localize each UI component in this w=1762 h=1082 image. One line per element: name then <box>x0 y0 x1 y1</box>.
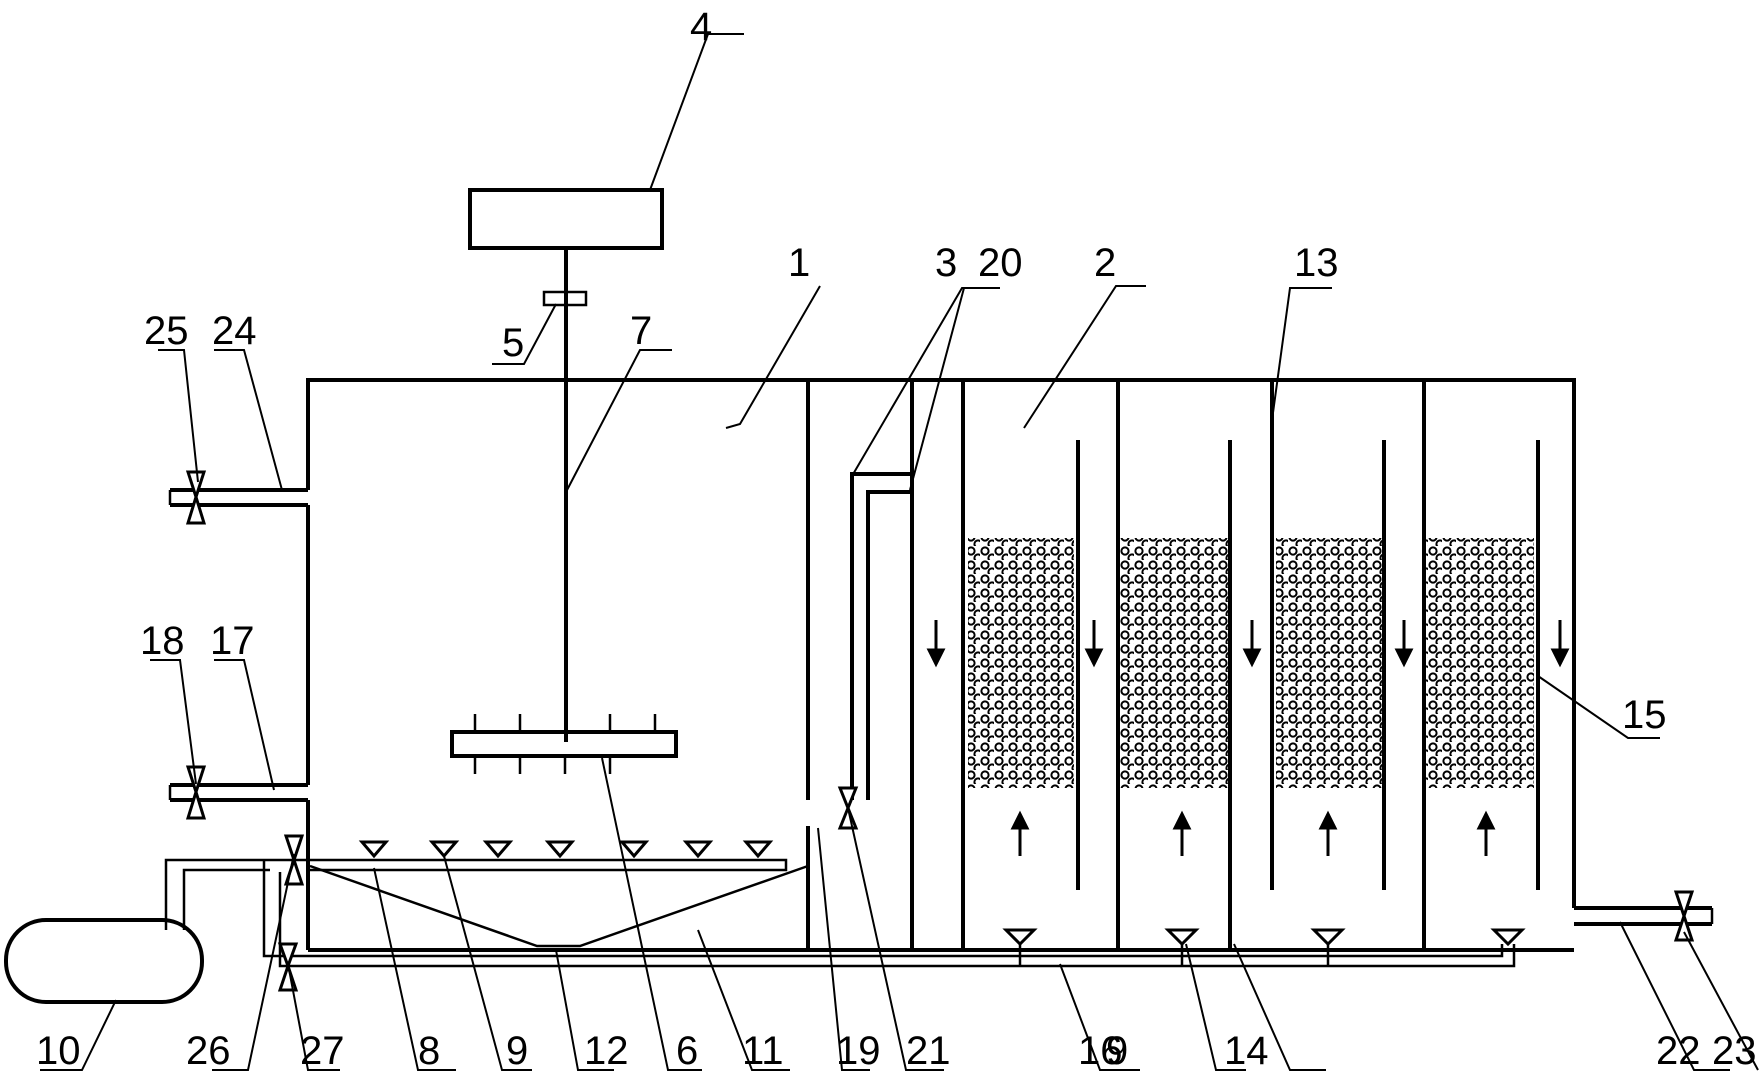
label-15: 15 <box>1622 693 1667 737</box>
aeration-pipe <box>164 858 788 930</box>
label-9a: 9 <box>506 1029 528 1073</box>
packing-media <box>968 538 1534 788</box>
motor-box <box>468 188 664 250</box>
label-6: 6 <box>676 1029 698 1073</box>
valve-icon[interactable] <box>185 765 207 820</box>
shaft-coupling <box>542 290 588 307</box>
flow-arrows-up <box>1010 810 1496 856</box>
label-25: 25 <box>144 309 189 353</box>
upper-side-pipe <box>168 488 308 507</box>
leader-lines <box>40 33 1759 1071</box>
label-27: 27 <box>300 1029 345 1073</box>
impeller <box>450 714 678 774</box>
hopper-bottom <box>309 864 809 948</box>
label-5: 5 <box>502 321 524 365</box>
label-17: 17 <box>210 619 255 663</box>
label-12: 12 <box>584 1029 629 1073</box>
aerator-row-bottom <box>1002 928 1526 947</box>
lower-side-pipe <box>168 783 308 802</box>
overflow-pipe <box>850 472 910 800</box>
valve-icon[interactable] <box>185 470 207 525</box>
label-11: 11 <box>742 1029 784 1073</box>
label-24: 24 <box>212 309 257 353</box>
tank-outline <box>306 378 1576 952</box>
label-8: 8 <box>418 1029 440 1073</box>
flow-arrows-down <box>926 620 1570 668</box>
label-4: 4 <box>690 5 712 49</box>
aerator-row-top <box>358 840 774 859</box>
label-19: 19 <box>836 1029 881 1073</box>
label-10: 10 <box>36 1029 81 1073</box>
label-23: 23 <box>1712 1029 1757 1073</box>
label-1: 1 <box>788 241 810 285</box>
valve-icon[interactable] <box>1673 890 1695 942</box>
label-13: 13 <box>1294 241 1339 285</box>
label-3: 3 <box>935 241 957 285</box>
air-blower-tank <box>4 918 204 1004</box>
label-26: 26 <box>186 1029 231 1073</box>
label-7: 7 <box>630 309 652 353</box>
label-18: 18 <box>140 619 185 663</box>
label-16: 16 <box>1078 1029 1123 1073</box>
label-20: 20 <box>978 241 1023 285</box>
label-9b: 9 <box>1106 1029 1128 1073</box>
valve-icon[interactable] <box>283 834 305 886</box>
label-2: 2 <box>1094 241 1116 285</box>
label-14: 14 <box>1224 1029 1269 1073</box>
baffles <box>961 380 1540 950</box>
outlet-pipe <box>1574 906 1714 926</box>
label-21: 21 <box>906 1029 951 1073</box>
label-22: 22 <box>1656 1029 1701 1073</box>
